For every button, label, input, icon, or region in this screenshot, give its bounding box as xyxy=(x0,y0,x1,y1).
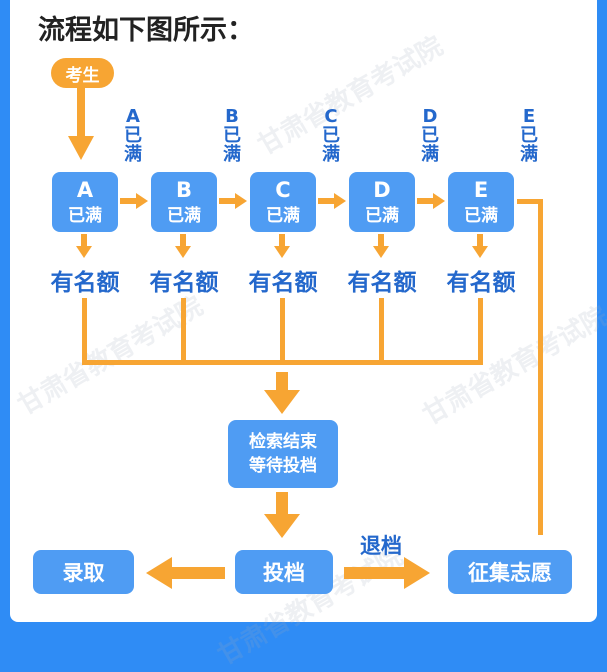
quota-label-b: 有名额 xyxy=(149,270,219,296)
arrow-right-icon xyxy=(235,193,247,209)
admit-node: 录取 xyxy=(33,550,134,594)
start-label: 考生 xyxy=(65,65,100,86)
quota-label-e: 有名额 xyxy=(446,270,516,296)
start-node: 考生 xyxy=(51,58,114,88)
arrow-right-icon xyxy=(136,193,148,209)
quota-label-c: 有名额 xyxy=(248,270,318,296)
arrow-down-icon xyxy=(274,246,290,258)
arrow-right-icon xyxy=(334,193,346,209)
node-letter: D xyxy=(373,177,391,202)
submit-node: 投档 xyxy=(235,550,333,594)
collect-node: 征集志愿 xyxy=(448,550,572,594)
school-node-e: E 已满 xyxy=(448,172,514,232)
school-node-a: A 已满 xyxy=(52,172,118,232)
node-letter: C xyxy=(275,177,291,202)
quota-label-d: 有名额 xyxy=(347,270,417,296)
retrieve-line2: 等待投档 xyxy=(249,456,317,476)
arrow-down-icon xyxy=(472,246,488,258)
arrow-down-icon xyxy=(264,390,300,414)
node-letter: E xyxy=(473,177,489,202)
arrow-right-icon xyxy=(433,193,445,209)
node-status: 已满 xyxy=(365,205,399,226)
arrow-left-icon xyxy=(146,557,172,589)
node-letter: A xyxy=(76,177,94,202)
school-node-d: D 已满 xyxy=(349,172,415,232)
page-title: 流程如下图所示： xyxy=(38,15,254,46)
school-node-c: C 已满 xyxy=(250,172,316,232)
diagram-card: 甘肃省教育考试院 甘肃省教育考试院 甘肃省教育考试院 甘肃省教育考试院 流程如下… xyxy=(10,0,607,671)
node-status: 已满 xyxy=(68,205,102,226)
arrow-down-icon xyxy=(264,514,300,538)
arrow-down-icon xyxy=(68,136,94,160)
node-status: 已满 xyxy=(167,205,201,226)
retrieve-node: 检索结束 等待投档 xyxy=(228,420,338,488)
arrow-down-icon xyxy=(373,246,389,258)
arrow-down-icon xyxy=(175,246,191,258)
arrow-right-icon xyxy=(404,557,430,589)
flow-connectors xyxy=(68,88,543,589)
school-node-b: B 已满 xyxy=(151,172,217,232)
arrow-down-icon xyxy=(76,246,92,258)
quota-label-a: 有名额 xyxy=(50,270,120,296)
node-status: 已满 xyxy=(464,205,498,226)
return-label: 退档 xyxy=(360,534,402,558)
node-status: 已满 xyxy=(266,205,300,226)
node-letter: B xyxy=(175,177,192,202)
retrieve-line1: 检索结束 xyxy=(249,432,317,452)
